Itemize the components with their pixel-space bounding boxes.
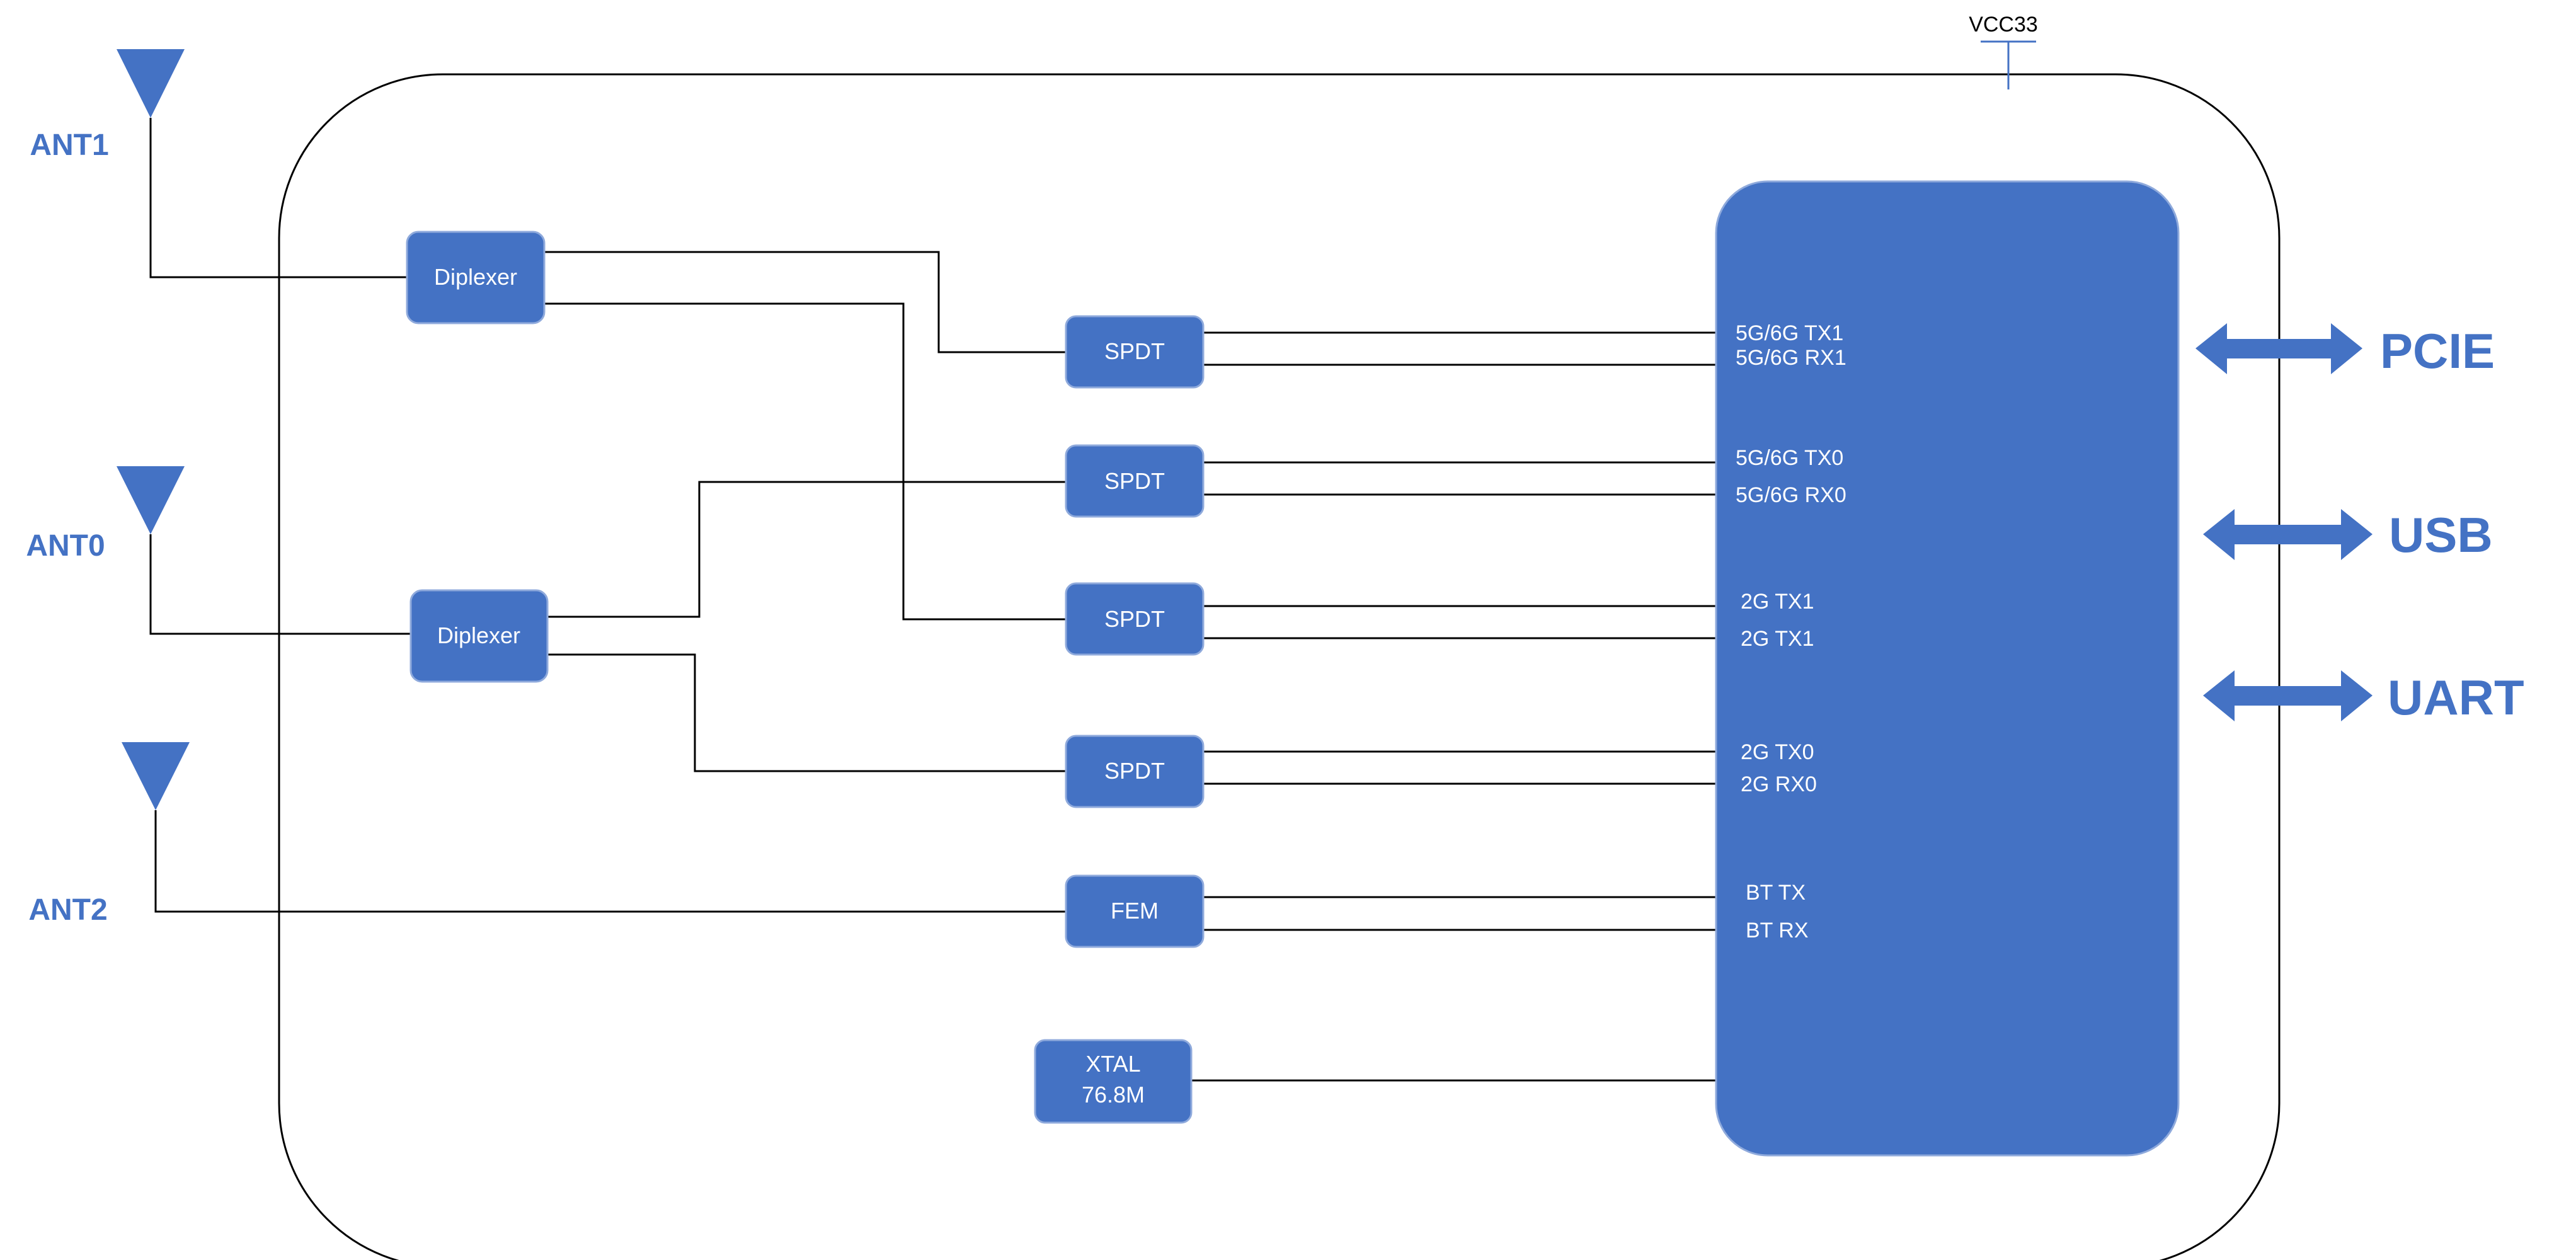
xtal-frequency: 76.8M [1082,1082,1145,1108]
antenna-ant1: ANT1 [30,49,185,162]
spdt-4: SPDT [1065,735,1205,808]
wire-ant2-fem [154,810,1066,913]
chip-pin-label: 2G RX0 [1741,772,1817,796]
double-arrow-icon [2195,323,2362,374]
interface-label: UART [2388,670,2524,725]
fem-block: FEM [1065,874,1205,948]
chip-pin-label: 5G/6G TX1 [1736,321,1843,345]
chip-pin-label: BT TX [1746,881,1806,905]
interface-label: USB [2389,507,2493,563]
wire-diplexer-top-spdt1 [544,251,1066,353]
wires [149,118,1716,1082]
wire-diplexer-top-spdt3 [544,302,1066,621]
interface-uart: UART [2203,670,2524,725]
antenna-label: ANT2 [28,893,107,927]
wire-diplexer-bottom-spdt4 [547,653,1066,772]
interface-label: PCIE [2380,323,2495,379]
wire-ant1-diplexer [149,118,407,278]
diplexer-label: Diplexer [434,264,517,290]
spdt-label: SPDT [1104,468,1165,494]
double-arrow-icon [2203,509,2373,560]
interface-pcie: PCIE [2195,323,2495,379]
interface-usb: USB [2203,507,2493,563]
diplexer-bottom: Diplexer [409,589,549,683]
module-outline [278,73,2281,1260]
chip-pin-label: 5G/6G RX0 [1736,483,1846,507]
antenna-icon [117,49,185,118]
chip-pin-label: 5G/6G TX0 [1736,446,1843,470]
main-chip: 5G/6G TX1 5G/6G RX1 5G/6G TX0 5G/6G RX0 … [1715,180,2180,1157]
chip-pin-label: 2G TX1 [1741,627,1814,651]
antenna-ant2: ANT2 [28,742,190,927]
vcc33-label: VCC33 [1969,13,2038,37]
antenna-icon [122,742,190,810]
chip-pin-label: 2G TX0 [1741,740,1814,764]
chip-pin-label: 2G TX1 [1741,590,1814,614]
wire-diplexer-bottom-spdt2 [547,481,1066,618]
double-arrow-icon [2203,670,2373,721]
diplexer-label: Diplexer [437,622,520,648]
spdt-label: SPDT [1104,758,1165,784]
fem-label: FEM [1111,898,1159,924]
chip-body [1715,180,2180,1157]
xtal-block: XTAL 76.8M [1034,1039,1193,1124]
wire-ant0-diplexer [149,534,411,635]
spdt-3: SPDT [1065,582,1205,656]
spdt-2: SPDT [1065,444,1205,518]
antenna-label: ANT0 [26,529,105,563]
xtal-label: XTAL [1085,1051,1140,1077]
antenna-ant0: ANT0 [26,466,185,563]
spdt-label: SPDT [1104,606,1165,632]
spdt-label: SPDT [1104,338,1165,364]
chip-pin-label: 5G/6G RX1 [1736,346,1846,370]
antenna-icon [117,466,185,534]
chip-pin-label: BT RX [1746,919,1809,942]
vcc33-power-pin: VCC33 [1969,13,2038,89]
spdt-1: SPDT [1065,315,1205,389]
antenna-label: ANT1 [30,129,108,162]
diplexer-top: Diplexer [406,231,546,324]
